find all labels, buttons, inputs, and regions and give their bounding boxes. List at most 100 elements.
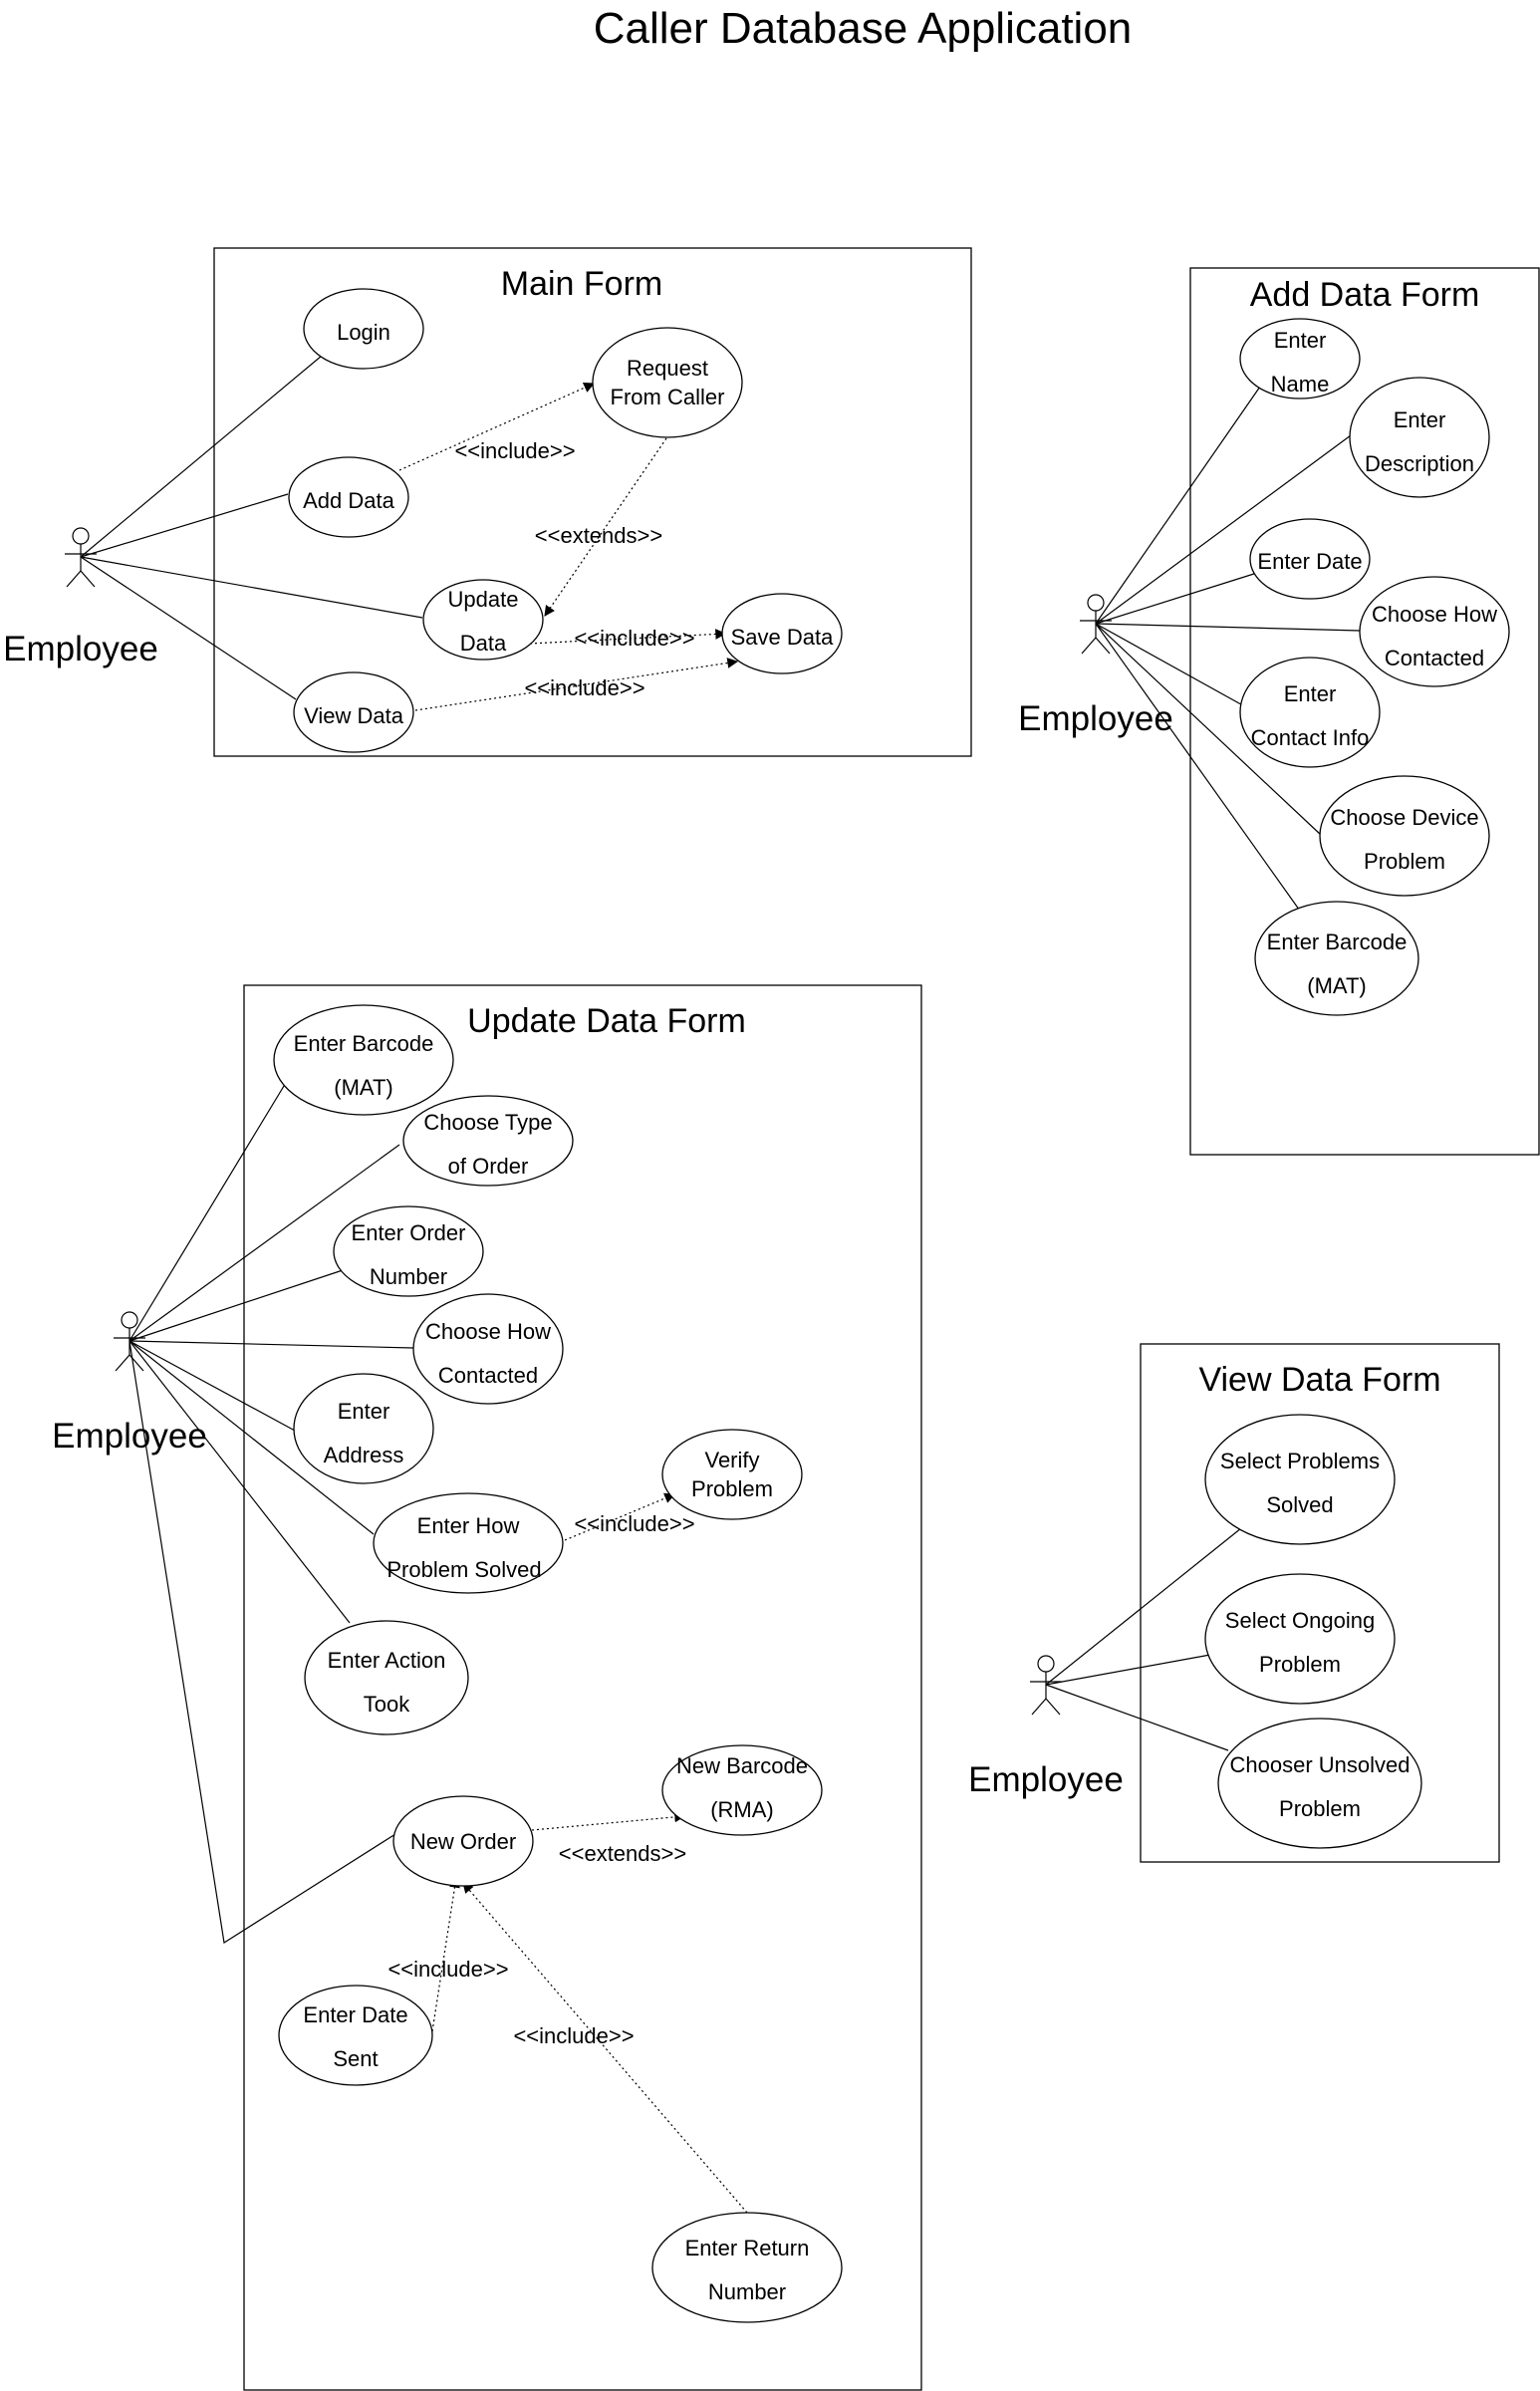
use-case-save-data[interactable]: Save Data: [721, 593, 843, 674]
use-case-choose-device-problem[interactable]: Choose Device Problem: [1319, 775, 1490, 897]
view-data-form-boundary: [1140, 1343, 1500, 1863]
rel-label-view-save: <<include>>: [524, 675, 644, 700]
use-case-label-1: Enter How: [417, 1513, 520, 1538]
assoc-add-data: [80, 493, 289, 558]
use-case-view-data[interactable]: View Data: [293, 671, 414, 753]
use-case-label-2: Name: [1271, 372, 1330, 397]
main-actor: Employee: [3, 527, 158, 668]
use-case-label-2: Contacted: [438, 1363, 538, 1388]
use-case-label-1: Choose Type: [423, 1110, 552, 1135]
use-case-update-data[interactable]: Update Data: [422, 579, 544, 661]
assoc-login: [80, 355, 323, 558]
add-use-cases: Enter Name Enter Description Enter Date …: [1239, 318, 1510, 1016]
use-case-label-1: Chooser Unsolved: [1230, 1752, 1411, 1777]
use-case-label-2: Problem Solved: [386, 1557, 541, 1582]
use-case-label-2: Problem: [1259, 1652, 1341, 1677]
update-data-form-boundary: [243, 984, 922, 2391]
use-case-choose-how-contacted[interactable]: Choose How Contacted: [412, 1293, 564, 1405]
rel-label-update-save: <<include>>: [574, 626, 694, 651]
main-form: Main Form Employee <<include>> <<extend: [3, 247, 972, 757]
use-case-label-1: New Barcode: [676, 1753, 808, 1778]
use-case-enter-name[interactable]: Enter Name: [1239, 318, 1361, 399]
use-case-enter-barcode-mat[interactable]: Enter Barcode (MAT): [1254, 901, 1419, 1016]
rel-label-order-barcode: <<extends>>: [559, 1841, 686, 1866]
add-data-form: Add Data Form Employee Enter: [1018, 267, 1540, 1156]
use-case-add-data[interactable]: Add Data: [288, 456, 409, 538]
use-case-label-1: Enter Barcode: [294, 1031, 434, 1056]
rel-label-solved-verify: <<include>>: [574, 1511, 694, 1536]
use-case-update-data-label-1: Update: [448, 587, 519, 612]
dep-order-barcode: [531, 1811, 686, 1831]
use-case-label-2: Description: [1365, 451, 1474, 476]
use-case-label-1: Enter Action: [328, 1648, 446, 1673]
use-case-enter-date[interactable]: Enter Date: [1249, 518, 1371, 600]
use-case-select-ongoing-problem[interactable]: Select Ongoing Problem: [1204, 1573, 1396, 1705]
use-case-choose-how-contacted[interactable]: Choose How Contacted: [1359, 576, 1510, 687]
assoc-choose-how-contacted: [1095, 623, 1361, 632]
use-case-enter-action-took[interactable]: Enter Action Took: [304, 1620, 469, 1735]
use-case-label-1: Choose Device: [1330, 805, 1478, 830]
use-case-request-label-2: From Caller: [611, 385, 725, 409]
use-case-enter-how-problem-solved[interactable]: Enter How Problem Solved: [373, 1492, 564, 1594]
use-case-label-2: Sent: [333, 2046, 378, 2071]
rel-label-datesent-order: <<include>>: [387, 1957, 508, 1982]
assoc-enter-description: [1095, 434, 1352, 625]
update-data-form-title: Update Data Form: [467, 1002, 746, 1040]
use-case-enter-contact-info[interactable]: Enter Contact Info: [1239, 657, 1381, 768]
use-case-request-from-caller[interactable]: Request From Caller: [592, 327, 743, 438]
use-case-login[interactable]: Login: [303, 288, 424, 370]
use-case-label-2: Problem: [1279, 1796, 1361, 1821]
use-case-label-1: Enter: [1284, 681, 1337, 706]
use-case-label-1: Enter Date: [303, 2002, 407, 2027]
assoc-enter-order-number: [128, 1269, 344, 1342]
main-dependencies: <<include>> <<extends>> <<include>> <<in…: [398, 383, 739, 711]
use-case-enter-barcode-mat[interactable]: Enter Barcode (MAT): [273, 1004, 454, 1116]
assoc-choose-device-problem: [1095, 623, 1322, 836]
assoc-enter-date: [1095, 572, 1258, 625]
use-case-label-1: Enter: [1394, 407, 1446, 432]
use-case-update-data-label-2: Data: [460, 631, 507, 656]
use-case-verify-problem[interactable]: Verify Problem: [661, 1429, 803, 1520]
actor-label: Employee: [1018, 699, 1173, 738]
use-case-label-1: Choose How: [425, 1319, 551, 1344]
use-case-label-2: Problem: [1364, 849, 1445, 874]
use-case-save-data-label: Save Data: [731, 625, 834, 650]
use-case-label-2: Contacted: [1385, 646, 1484, 670]
use-case-enter-description[interactable]: Enter Description: [1349, 377, 1490, 498]
use-case-enter-address[interactable]: Enter Address: [293, 1373, 434, 1484]
use-case-label-2: Took: [364, 1692, 410, 1717]
diagram-title: Caller Database Application: [594, 4, 1133, 53]
use-case-label-2: Contact Info: [1251, 725, 1370, 750]
use-case-label-2: Solved: [1266, 1492, 1333, 1517]
main-associations: [80, 355, 423, 700]
use-case-enter-return-number[interactable]: Enter Return Number: [651, 2212, 843, 2323]
rel-label-return-order: <<include>>: [513, 2023, 634, 2048]
assoc-enter-how-solved: [128, 1340, 375, 1535]
assoc-choose-how-contacted: [128, 1340, 414, 1349]
update-associations: [128, 1057, 414, 1944]
use-case-enter-date-sent[interactable]: Enter Date Sent: [278, 1985, 433, 2086]
use-case-choose-type-of-order[interactable]: Choose Type of Order: [402, 1095, 574, 1187]
use-case-new-barcode-rma[interactable]: New Barcode (RMA): [661, 1744, 823, 1836]
view-associations: [1045, 1527, 1242, 1751]
use-case-label-2: Number: [370, 1264, 447, 1289]
add-associations: [1095, 386, 1361, 915]
add-data-form-boundary: [1189, 267, 1540, 1156]
use-case-new-order[interactable]: New Order: [392, 1795, 534, 1887]
use-case-chooser-unsolved-problem[interactable]: Chooser Unsolved Problem: [1217, 1718, 1422, 1849]
use-case-enter-order-number[interactable]: Enter Order Number: [333, 1205, 484, 1297]
use-case-request-label-1: Request: [627, 356, 708, 381]
use-case-view-data-label: View Data: [304, 703, 404, 728]
assoc-enter-barcode: [1095, 623, 1303, 915]
use-case-select-problems-solved[interactable]: Select Problems Solved: [1204, 1414, 1396, 1545]
view-use-cases: Select Problems Solved Select Ongoing Pr…: [1204, 1414, 1422, 1849]
assoc-select-ongoing: [1045, 1654, 1211, 1686]
dep-add-request: [398, 383, 595, 471]
use-case-label-1: Select Problems: [1220, 1449, 1380, 1473]
actor-label: Employee: [3, 630, 158, 668]
use-case-label-2: Number: [708, 2279, 786, 2304]
assoc-enter-contact-info: [1095, 623, 1249, 709]
assoc-enter-action: [128, 1340, 351, 1624]
assoc-chooser-unsolved: [1045, 1684, 1229, 1751]
view-data-form-title: View Data Form: [1198, 1361, 1440, 1399]
